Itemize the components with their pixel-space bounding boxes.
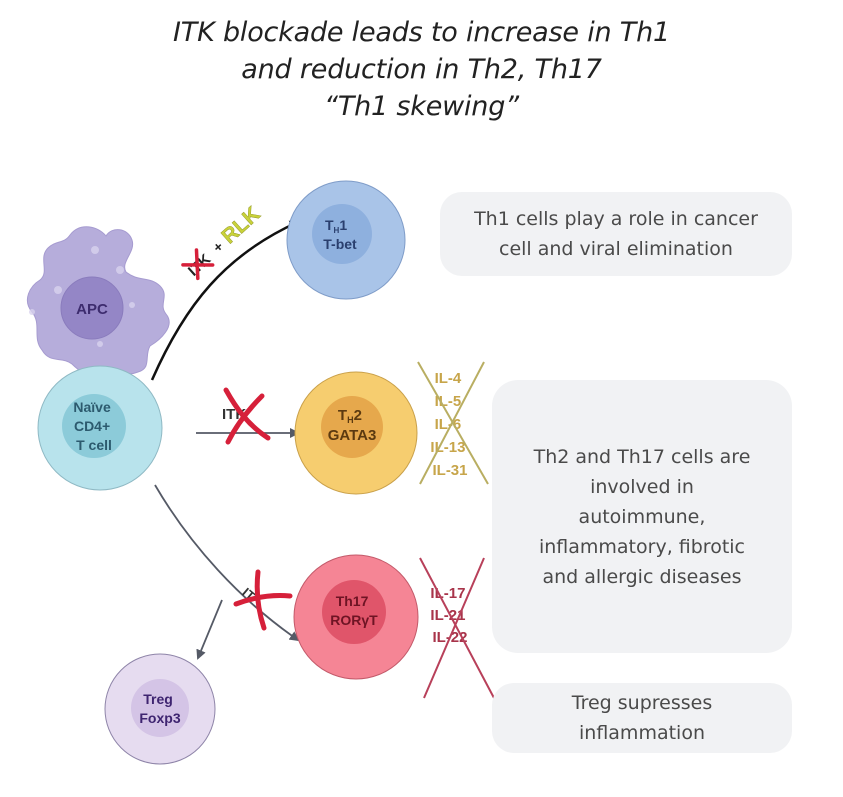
th17-arrow-labels: IT	[233, 569, 293, 631]
rlk-label: RLK	[217, 202, 264, 248]
arrow-to-th1	[150, 220, 300, 381]
cytokine: IL-4	[435, 370, 462, 387]
slide-title: ITK blockade leads to increase in Th1 an…	[0, 14, 843, 125]
treg-inner	[131, 679, 189, 737]
th2-th17-note-line-1: Th2 and Th17 cells are	[533, 445, 751, 468]
th1-note-line-1: Th1 cells play a role in cancer	[474, 208, 758, 230]
cytokine: IL-17	[430, 585, 465, 602]
cytokine: IL-31	[432, 462, 467, 479]
th1-note: Th1 cells play a role in cancer cell and…	[440, 192, 792, 276]
title-line-1: ITK blockade leads to increase in Th1	[173, 17, 670, 48]
cross-icon	[419, 557, 495, 699]
th1-arrow-labels: ITK + RLK	[181, 202, 265, 281]
apc-cell: APC	[27, 226, 170, 376]
th17-name: Th17	[336, 593, 369, 609]
naive-label-line-3: T cell	[76, 437, 112, 453]
th2-cell: TH2 GATA3	[294, 371, 418, 495]
treg-note: Treg supresses inflammation	[492, 683, 792, 753]
th2-th17-note-line-4: inflammatory, fibrotic	[538, 535, 745, 558]
arrow-to-treg	[196, 599, 223, 660]
svg-text:TH2 GATA3: TH2 GATA3	[328, 407, 377, 444]
th2-cytokine-list: IL-4 IL-5 IL-6 IL-13 IL-31	[417, 361, 489, 485]
treg-note-line-1: Treg supresses	[571, 692, 713, 714]
plus-sign: +	[210, 238, 227, 255]
th17-inner	[322, 580, 386, 644]
th17-cytokine-list: IL-17 IL-21 IL-22	[419, 557, 495, 699]
apc-label: APC	[76, 301, 108, 318]
treg-transcription-factor: Foxp3	[139, 710, 180, 726]
th2-th17-note: Th2 and Th17 cells are involved in autoi…	[492, 380, 792, 653]
naive-label-line-2: CD4+	[74, 418, 110, 434]
th2-th17-note-line-5: and allergic diseases	[542, 565, 742, 588]
svg-text:IL-4 IL-5 IL-6: IL-4 IL-5 IL-6 IL-13 IL-31	[430, 370, 469, 479]
th2-th17-note-line-3: autoimmune,	[578, 505, 706, 528]
th17-cell: Th17 RORγT	[293, 554, 419, 680]
th2-transcription-factor: GATA3	[328, 427, 377, 444]
th1-note-line-2: cell and viral elimination	[499, 238, 733, 260]
cytokine: IL-13	[430, 439, 465, 456]
th1-cell: TH1 T-bet	[286, 180, 406, 300]
cross-icon	[233, 569, 293, 631]
svg-text:Naïve CD4+ T cell: Naïve CD4+ T cell	[73, 399, 114, 453]
cross-icon	[181, 248, 215, 281]
treg-name: Treg	[143, 691, 173, 707]
th2-arrow-labels: ITK	[222, 387, 271, 445]
arrow-to-th17	[154, 484, 300, 642]
cytokine: IL-6	[435, 416, 462, 433]
th17-transcription-factor: RORγT	[330, 612, 378, 628]
th1-inner	[312, 204, 372, 264]
cross-icon	[417, 361, 489, 485]
th1-transcription-factor: T-bet	[323, 236, 357, 252]
title-line-3: “Th1 skewing”	[324, 91, 519, 122]
cross-icon	[223, 387, 271, 445]
naive-t-cell: Naïve CD4+ T cell	[37, 365, 163, 491]
apc-nucleus	[60, 276, 124, 340]
cytokine: IL-5	[435, 393, 462, 410]
naive-inner	[62, 394, 126, 458]
svg-text:Treg Foxp3: Treg Foxp3	[139, 691, 180, 726]
svg-text:TH1 T-bet: TH1 T-bet	[323, 217, 357, 252]
th2-inner	[321, 396, 383, 458]
title-line-2: and reduction in Th2, Th17	[241, 54, 602, 85]
treg-cell: Treg Foxp3	[104, 653, 216, 765]
treg-note-line-2: inflammation	[579, 722, 705, 744]
svg-text:Th17 RORγT: Th17 RORγT	[330, 593, 378, 628]
th2-th17-note-line-2: involved in	[590, 475, 694, 498]
naive-label-line-1: Naïve	[73, 399, 111, 415]
